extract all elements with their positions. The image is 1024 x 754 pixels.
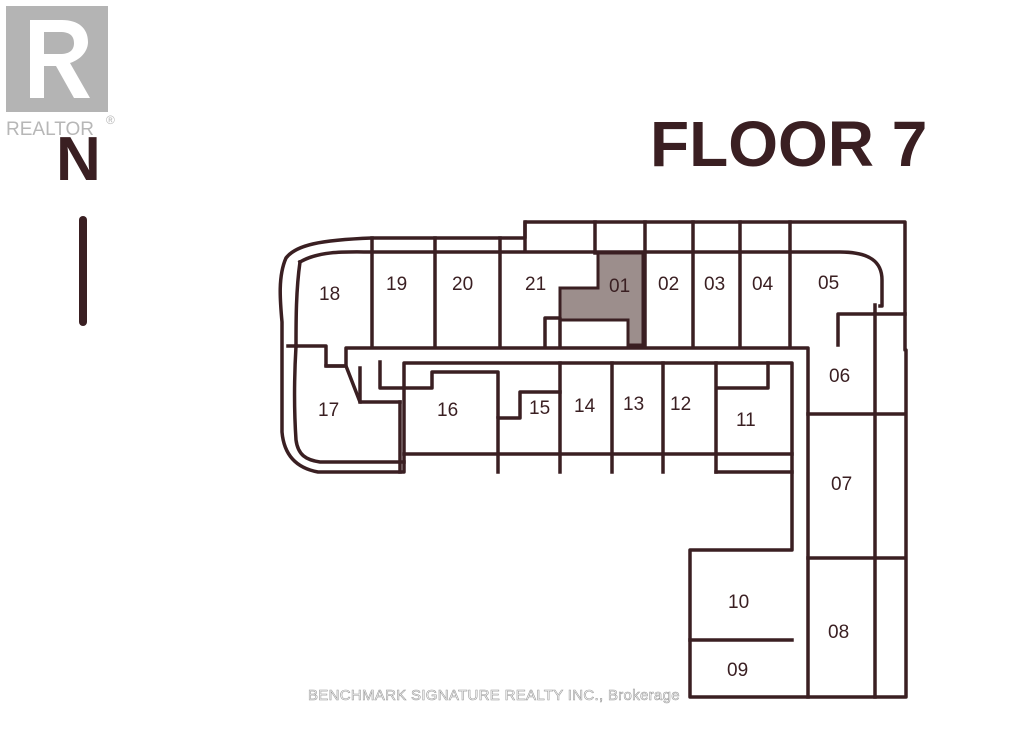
unit-label-07[interactable]: 07 [831,474,852,495]
unit-label-03[interactable]: 03 [704,274,725,295]
unit-label-01[interactable]: 01 [609,276,630,297]
north-indicator: N [56,125,101,326]
unit-label-04[interactable]: 04 [752,274,774,295]
corridor-outline-north [297,250,884,308]
unit-label-16[interactable]: 16 [437,400,458,421]
southwest-curve-wall [292,344,406,464]
unit-label-06[interactable]: 06 [829,366,850,387]
building-outline [278,220,908,699]
west-end-wall [294,260,302,348]
unit-label-05[interactable]: 05 [818,273,839,294]
north-letter: N [56,125,101,194]
logo-r-glyph [30,20,90,98]
unit-label-11[interactable]: 11 [736,410,756,431]
unit-label-17[interactable]: 17 [318,400,339,421]
unit-label-19[interactable]: 19 [386,274,407,295]
north-arrow-line [79,216,87,326]
unit-label-02[interactable]: 02 [658,274,679,295]
unit-01-highlight[interactable] [558,251,645,347]
unit-label-12[interactable]: 12 [670,394,691,415]
logo-wordmark: REALTOR [6,119,94,140]
unit-label-13[interactable]: 13 [623,394,644,415]
unit-label-15[interactable]: 15 [529,398,550,419]
floor-title: FLOOR 7 [650,108,927,180]
unit-label-09[interactable]: 09 [727,660,748,681]
realtor-logo: REALTOR ® [6,6,115,140]
unit-label-20[interactable]: 20 [452,274,473,295]
logo-registered-mark: ® [106,113,115,127]
unit-label-21[interactable]: 21 [525,274,546,295]
unit-label-10[interactable]: 10 [728,592,749,613]
unit-label-14[interactable]: 14 [574,396,596,417]
unit-label-18[interactable]: 18 [319,284,340,305]
brokerage-watermark: BENCHMARK SIGNATURE REALTY INC., Brokera… [308,687,680,704]
unit-labels: 01 02 03 04 05 06 07 08 09 10 11 12 13 1… [318,273,852,681]
unit-label-08[interactable]: 08 [828,622,849,643]
plan-walls [278,220,908,699]
